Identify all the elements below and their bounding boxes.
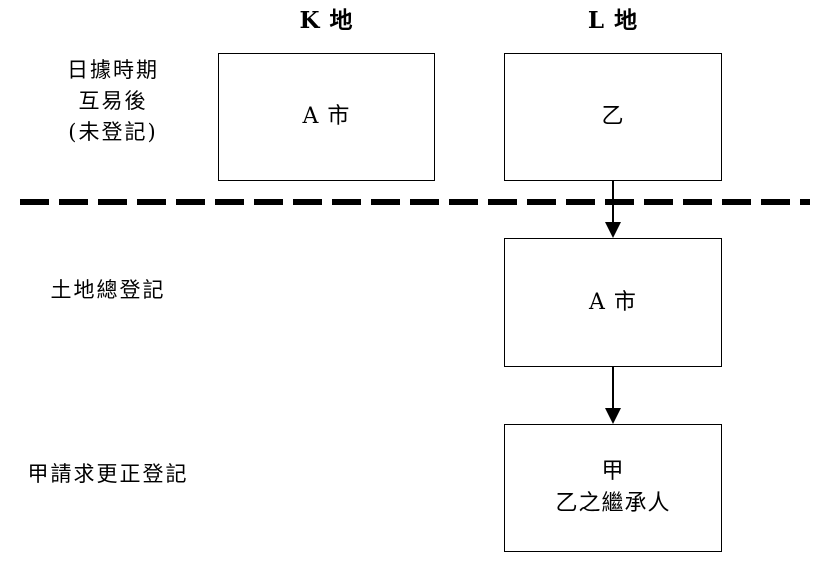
arrow-shaft	[612, 181, 614, 226]
arrow-l-old-to-registered	[600, 181, 626, 238]
row-label-general-land-registration: 土地總登記	[8, 275, 208, 306]
box-l-land-corrected-owner: 甲 乙之繼承人	[504, 424, 722, 552]
row-label-line: 甲請求更正登記	[27, 462, 189, 486]
arrow-registered-to-corrected	[600, 367, 626, 424]
box-text: A 市	[302, 104, 351, 130]
box-l-land-original-owner: 乙	[504, 53, 722, 181]
row-label-line: 互易後	[78, 89, 148, 114]
arrow-head-icon	[605, 222, 621, 238]
row-label-line: 土地總登記	[50, 278, 166, 302]
row-label-japanese-era-exchange: 日據時期 互易後 (未登記)	[18, 55, 208, 148]
row-label-line: (未登記)	[68, 120, 158, 145]
arrow-shaft	[612, 367, 614, 412]
box-l-land-registered-owner: A 市	[504, 238, 722, 367]
arrow-head-icon	[605, 408, 621, 424]
box-text: 乙	[601, 104, 625, 130]
column-header-l-land: L 地	[587, 7, 639, 34]
timeline-divider-dashed	[20, 199, 810, 205]
row-label-line: 日據時期	[67, 58, 159, 82]
box-k-land-original-owner: A 市	[218, 53, 435, 181]
column-header-k-land: K 地	[299, 7, 354, 34]
box-text-primary: 甲	[601, 459, 625, 485]
row-label-correction-request: 甲請求更正登記	[0, 459, 216, 490]
box-text: A 市	[589, 289, 637, 315]
box-text-secondary: 乙之繼承人	[555, 491, 671, 516]
